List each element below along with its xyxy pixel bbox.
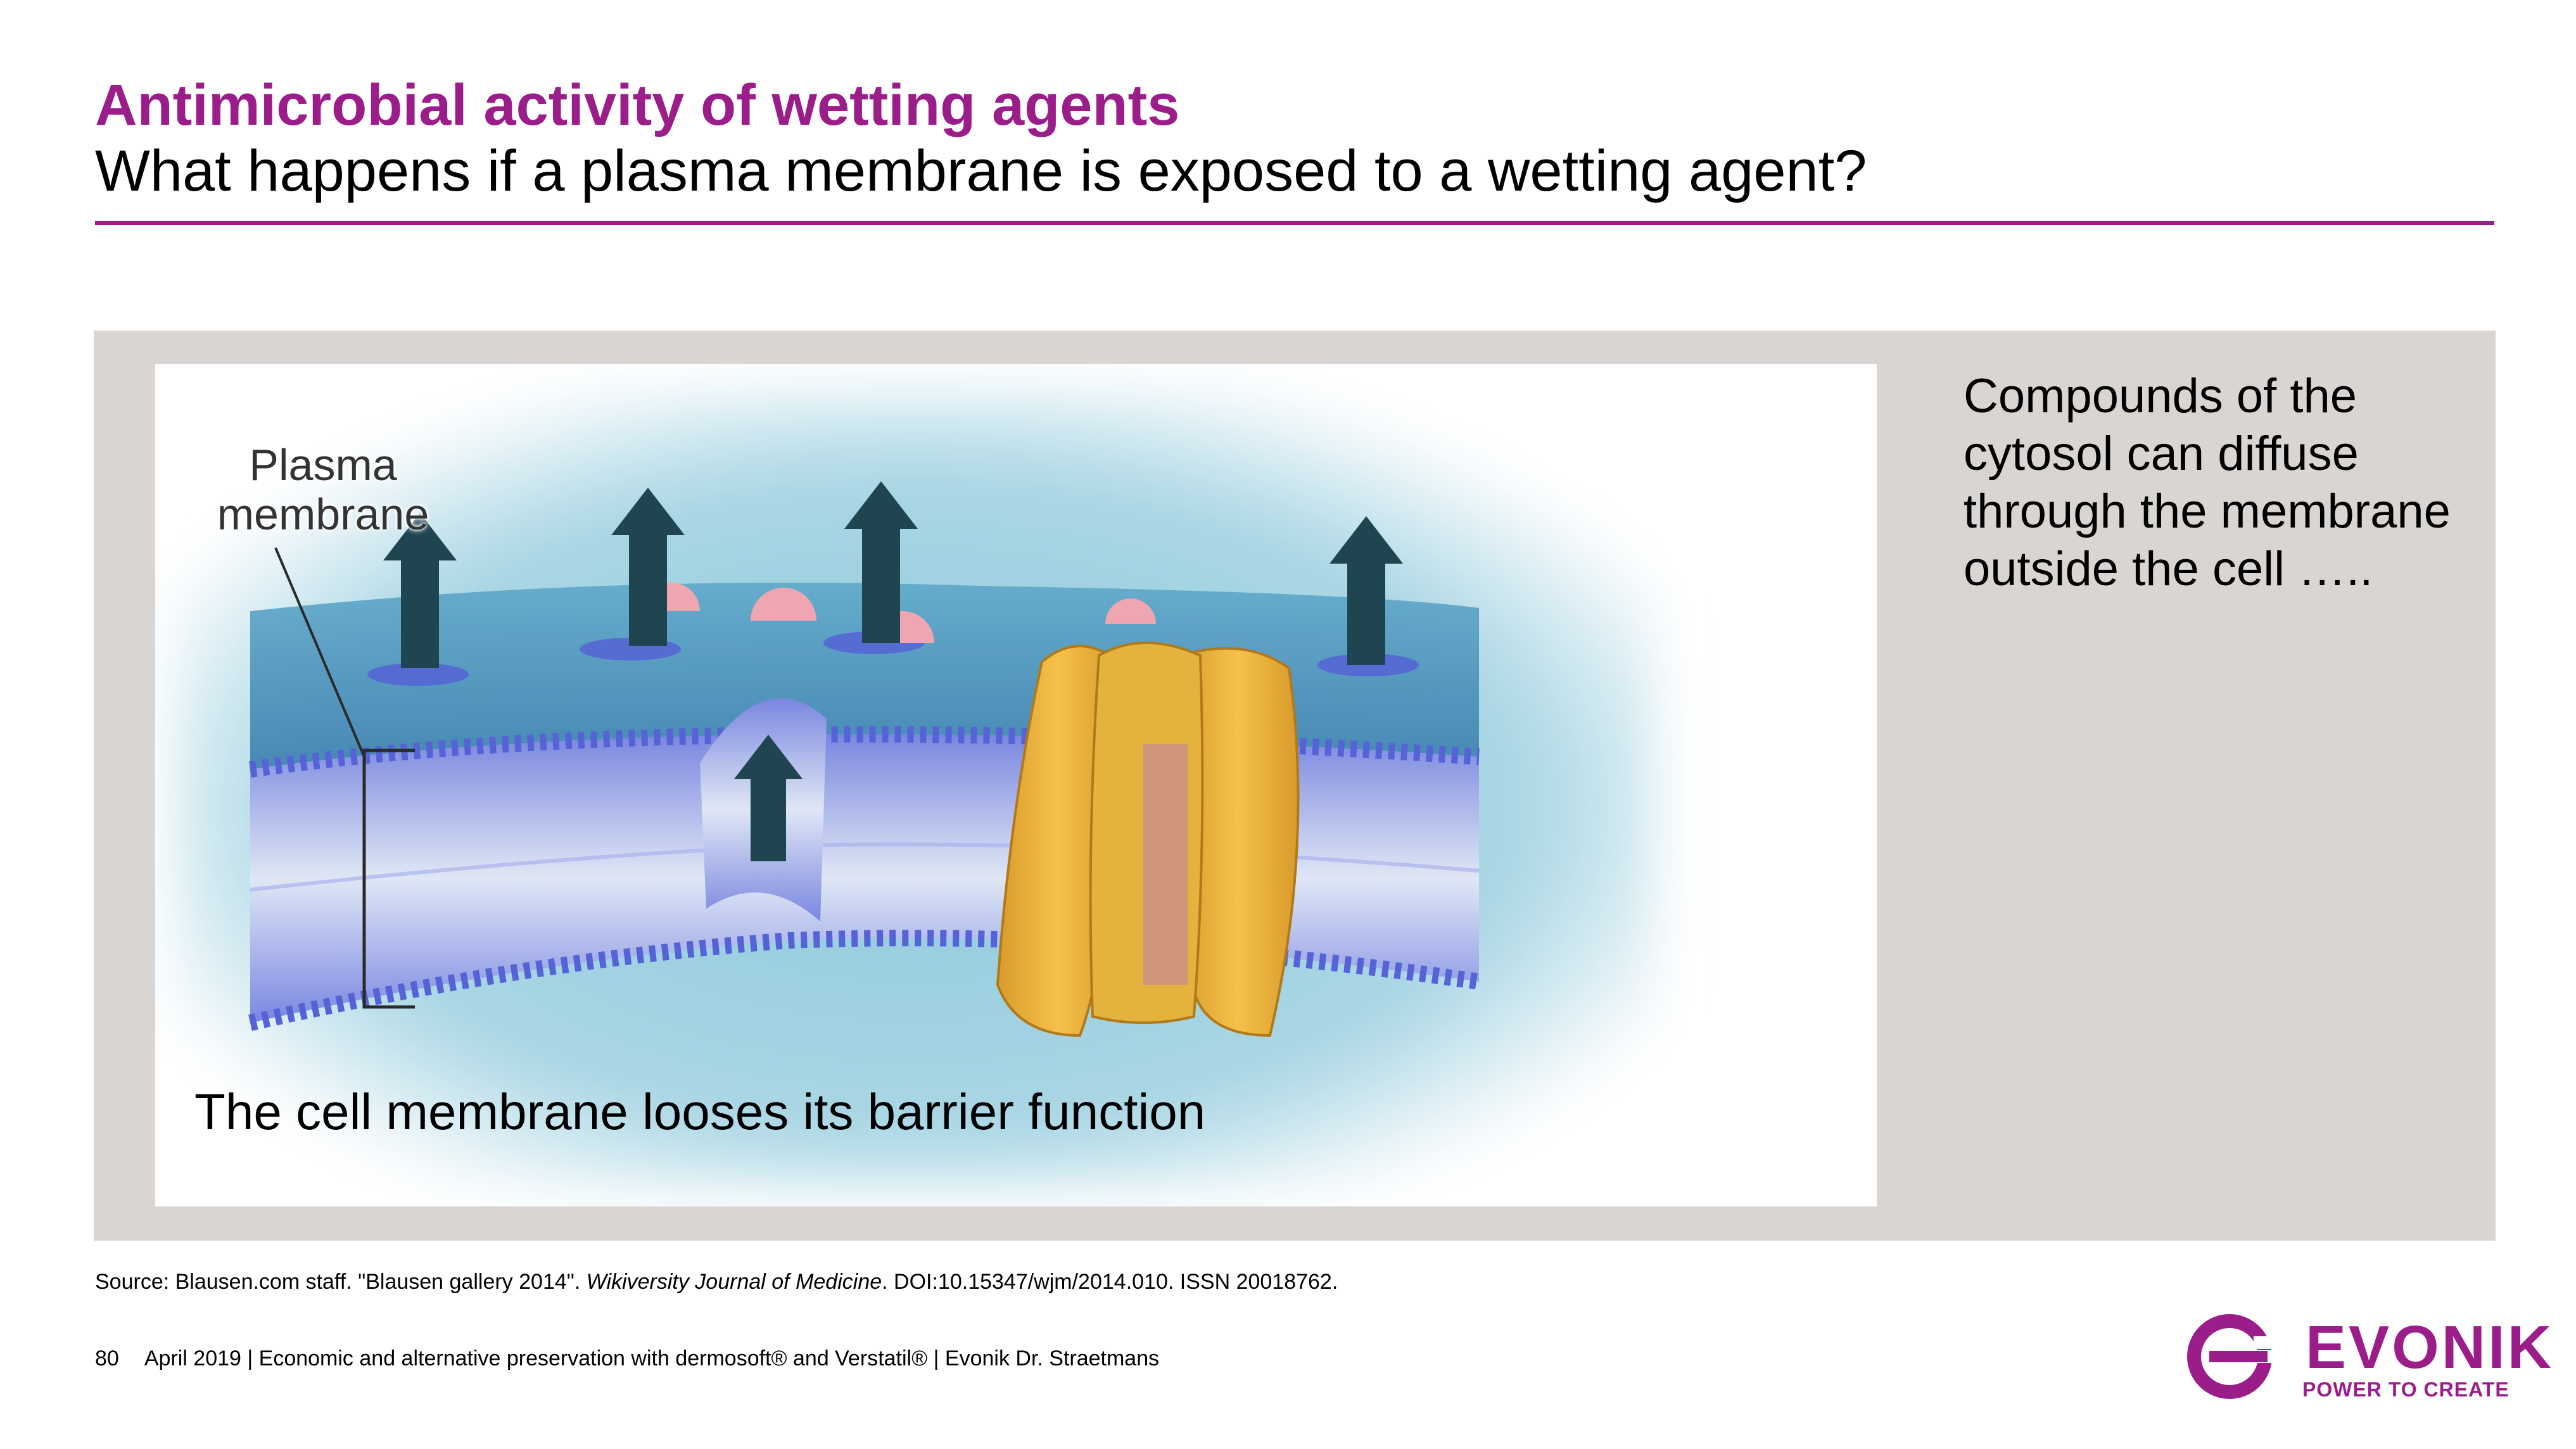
membrane-figure: Plasma membrane The cell membrane looses… [155, 364, 1877, 1206]
source-journal: Wikiversity Journal of Medicine [586, 1270, 882, 1294]
source-citation: Source: Blausen.com staff. "Blausen gall… [95, 1270, 1338, 1294]
plasma-membrane-label: Plasma membrane [217, 440, 429, 539]
up-arrow-icon [1329, 516, 1403, 665]
source-suffix: . DOI:10.15347/wjm/2014.010. ISSN 200187… [882, 1270, 1338, 1294]
page-number: 80 [95, 1346, 119, 1370]
slide-title: Antimicrobial activity of wetting agents [95, 73, 1180, 137]
figure-caption: The cell membrane looses its barrier fun… [194, 1084, 1206, 1140]
source-prefix: Source: Blausen.com staff. "Blausen gall… [95, 1270, 587, 1294]
up-arrow-icon [734, 735, 803, 861]
evonik-logo: EVONIK POWER TO CREATE [2179, 1311, 2551, 1406]
up-arrow-icon [383, 513, 457, 668]
slide-subtitle: What happens if a plasma membrane is exp… [95, 139, 1867, 203]
logo-wordmark: EVONIK [2306, 1313, 2554, 1381]
cytosol-compound [1105, 598, 1156, 624]
channel-protein [996, 642, 1300, 1037]
cytosol-compound [751, 588, 816, 621]
diffusion-arrows [383, 481, 1403, 861]
title-divider [95, 221, 2494, 225]
up-arrow-icon [611, 488, 685, 646]
bilayer-bracket [362, 749, 415, 1009]
side-description: Compounds of the cytosol can diffuse thr… [1964, 369, 2451, 596]
label-leader-line [274, 547, 365, 757]
up-arrow-icon [844, 481, 918, 643]
logo-tagline: POWER TO CREATE [2302, 1378, 2509, 1401]
evonik-emblem-icon [2187, 1314, 2285, 1399]
membrane-pore [367, 663, 469, 686]
slide-footer: 80 April 2019 | Economic and alternative … [95, 1346, 1159, 1371]
membrane-illustration [174, 389, 1656, 1187]
footer-text: April 2019 | Economic and alternative pr… [144, 1346, 1160, 1370]
